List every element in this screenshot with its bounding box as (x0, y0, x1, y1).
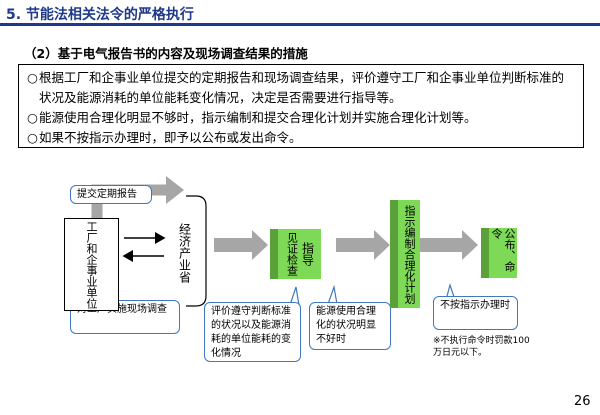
summary-item: ○ 如果不按指示办理时，即予以公布或发出命令。 (27, 128, 575, 148)
title-underline (0, 23, 600, 26)
ministry-label: 经济产业省 (177, 223, 192, 283)
summary-item-text: 如果不按指示办理时，即予以公布或发出命令。 (39, 130, 302, 145)
summary-item-text: 根据工厂和企事业单位提交的定期报告和现场调查结果，评价遵守工厂和企事业单位判断标… (39, 70, 565, 105)
section-subtitle: （2）基于电气报告书的内容及现场调查结果的措施 (24, 46, 308, 61)
summary-item: ○ 能源使用合理化明显不够时，指示编制和提交合理化计划并实施合理化计划等。 (27, 108, 575, 128)
callout-text: 能源使用合理化的状况明显不好时 (316, 306, 376, 345)
publish-order-box: 公布、命令 (481, 228, 517, 278)
callout-text: 提交定期报告 (77, 189, 137, 200)
callout-evaluate: 评价遵守判断标准的状况以及能源消耗的单位能耗的变化情况 (204, 302, 301, 362)
bullet-circle-icon: ○ (27, 130, 38, 145)
ministry-bracket (186, 195, 207, 307)
summary-box: ○ 根据工厂和企事业单位提交的定期报告和现场调查结果，评价遵守工厂和企事业单位判… (18, 64, 584, 148)
guidance-label: 指导 (300, 242, 315, 266)
arrow-to-guidance (214, 230, 268, 260)
page-number: 26 (574, 394, 591, 409)
summary-item-text: 能源使用合理化明显不够时，指示编制和提交合理化计划并实施合理化计划等。 (39, 110, 477, 125)
callout-text: 不按指示办理时 (440, 300, 510, 311)
publish-order-label: 公布、命令 (490, 228, 516, 272)
report-flow-arrowhead (166, 176, 184, 204)
bullet-circle-icon: ○ (27, 110, 38, 125)
bullet-circle-icon: ○ (27, 70, 38, 85)
callout-text: 对工厂实施现场调查 (77, 304, 167, 315)
callout-insufficient: 能源使用合理化的状况明显不好时 (309, 302, 391, 350)
callout-noncompliance: 不按指示办理时 (433, 296, 518, 330)
callout-submit-report: 提交定期报告 (70, 185, 152, 204)
arrow-to-plan (336, 230, 390, 260)
summary-item: ○ 根据工厂和企事业单位提交的定期报告和现场调查结果，评价遵守工厂和企事业单位判… (27, 68, 575, 108)
plan-instruction-box: 指示编制合理化计划 (390, 200, 420, 308)
factory-box: 工厂和企事业单位 (64, 218, 119, 311)
callout-text: 评价遵守判断标准的状况以及能源消耗的单位能耗的变化情况 (211, 306, 291, 359)
ministry-label-box: 经济产业省 (168, 198, 200, 308)
guidance-box: 见证检查 指导 (270, 229, 321, 279)
page-title: 5. 节能法相关法令的严格执行 (6, 7, 194, 23)
factory-label: 工厂和企事业单位 (85, 220, 98, 309)
guidance-side-label: 见证检查 (285, 232, 299, 276)
arrow-to-order (420, 230, 478, 260)
plan-instruction-label: 指示编制合理化计划 (403, 204, 416, 304)
footnote: ※不执行命令时罚款100万日元以下。 (433, 336, 530, 358)
